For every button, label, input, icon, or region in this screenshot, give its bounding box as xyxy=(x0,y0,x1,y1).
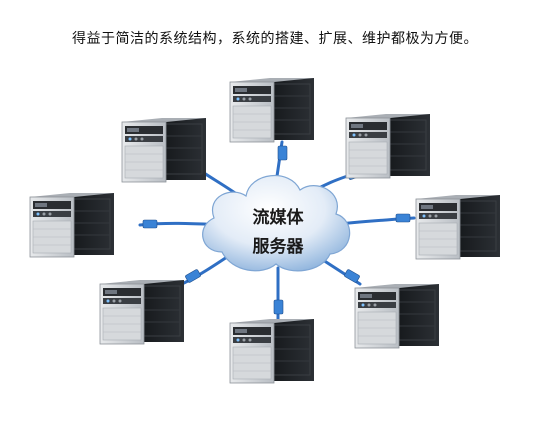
connector-right xyxy=(395,213,411,223)
cloud-label-line1: 流媒体 xyxy=(252,208,304,228)
server-lower-right xyxy=(354,283,440,349)
server-lower-left xyxy=(99,279,185,345)
connector-top xyxy=(277,145,288,161)
headline: 得益于简洁的系统结构，系统的搭建、扩展、维护都极为方便。 xyxy=(72,31,478,47)
cloud-label-line2: 服务器 xyxy=(252,237,304,257)
server-top xyxy=(229,77,315,143)
server-upper-right xyxy=(345,113,431,179)
server-right xyxy=(415,194,501,260)
cloud xyxy=(202,175,351,272)
server-upper-left xyxy=(121,117,207,183)
server-left xyxy=(29,192,115,258)
connector-lower-left xyxy=(185,269,201,283)
server-bottom xyxy=(229,318,315,384)
connector-lower-right xyxy=(344,269,360,283)
connector-bottom xyxy=(273,299,284,315)
connector-left xyxy=(142,219,158,229)
